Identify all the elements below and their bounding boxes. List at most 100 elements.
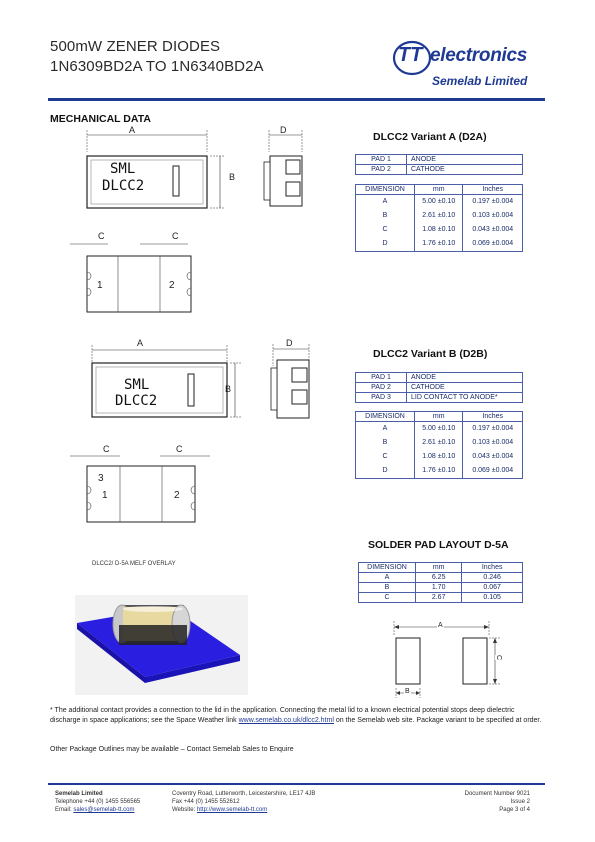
dim-cell: A <box>358 572 416 583</box>
table-header-row: DIMENSION mm Inches <box>358 562 523 573</box>
other-packages-note: Other Package Outlines may be available … <box>50 746 294 753</box>
melf-overlay-image <box>75 595 248 695</box>
mm-cell: 1.08 ±0.10 <box>422 453 456 460</box>
dim-b-label: B <box>229 172 236 182</box>
dim-cell: C <box>382 226 388 233</box>
pad-name: LID CONTACT TO ANODE* <box>406 392 523 403</box>
dim-cell: B <box>382 212 388 219</box>
website-link[interactable]: http://www.semelab-tt.com <box>196 807 268 813</box>
col-header: Inches <box>462 411 523 422</box>
dim-cell: C <box>382 453 388 460</box>
inch-cell: 0.069 ±0.004 <box>472 240 514 247</box>
variant-a-pad-table: PAD 1 ANODE PAD 2 CATHODE <box>355 154 523 175</box>
pad-number: 2 <box>174 490 180 501</box>
dim-c-label: C <box>495 654 503 661</box>
variant-b-pad-table: PAD 1 ANODE PAD 2 CATHODE PAD 3 LID CONT… <box>355 372 523 403</box>
table-row: C 2.67 0.105 <box>358 592 523 603</box>
package-marking: SML <box>110 161 136 177</box>
mm-cell: 1.08 ±0.10 <box>422 226 456 233</box>
mm-cell: 2.61 ±0.10 <box>422 212 456 219</box>
table-row: A 6.25 0.246 <box>358 572 523 583</box>
overlay-caption: DLCC2/ D-5A MELF OVERLAY <box>92 561 176 567</box>
dim-b-label: B <box>225 384 232 394</box>
mm-cell: 5.00 ±0.10 <box>422 425 456 432</box>
variant-b-drawing <box>70 345 242 523</box>
tt-electronics-logo: TT electronics Semelab Limited <box>392 38 547 98</box>
footer-fax: Fax +44 (0) 1455 552612 <box>172 799 240 805</box>
mm-cell: 5.00 ±0.10 <box>422 198 456 205</box>
mm-cell: 1.70 <box>414 582 463 593</box>
email-link[interactable]: sales@semelab-tt.com <box>73 807 135 813</box>
dim-cell: A <box>382 425 388 432</box>
pad-number: 1 <box>102 490 108 501</box>
footnote-text: * The additional contact provides a conn… <box>50 707 515 724</box>
dim-a-label: A <box>437 622 444 629</box>
col-header: Inches <box>461 562 523 573</box>
variant-a-drawing <box>70 130 224 313</box>
brand-name: electronics <box>430 45 528 66</box>
footnote: * The additional contact provides a conn… <box>50 706 545 725</box>
dim-c-label: C <box>98 231 105 241</box>
table-row: PAD 2 CATHODE <box>355 164 523 175</box>
footer-telephone: Telephone +44 (0) 1455 556565 <box>55 799 141 805</box>
mm-cell: 2.61 ±0.10 <box>422 439 456 446</box>
mm-cell: 2.67 <box>414 592 463 603</box>
dim-c-label: C <box>103 444 110 454</box>
header-rule <box>48 98 545 101</box>
inch-cell: 0.043 ±0.004 <box>472 453 514 460</box>
table-header-row: DIMENSION mm Inches <box>355 184 523 195</box>
dim-d-label: D <box>286 338 293 348</box>
pad-name: CATHODE <box>406 382 523 393</box>
table-row: PAD 1 ANODE <box>355 154 523 165</box>
variant-a-side-view <box>263 130 303 207</box>
solder-heading: SOLDER PAD LAYOUT D-5A <box>368 539 509 551</box>
document-number: Document Number 9021 <box>464 791 530 797</box>
table-header-row: DIMENSION mm Inches <box>355 411 523 422</box>
table-row: A B C D 5.00 ±0.10 2.61 ±0.10 1.08 ±0.10… <box>355 421 523 479</box>
pad-id: PAD 1 <box>355 154 407 165</box>
table-row: A B C D 5.00 ±0.10 2.61 ±0.10 1.08 ±0.10… <box>355 194 523 252</box>
variant-b-dim-table: DIMENSION mm Inches A B C D 5.00 ±0.10 2… <box>355 411 523 479</box>
pad-number: 2 <box>169 280 175 291</box>
inch-cell: 0.069 ±0.004 <box>472 467 514 474</box>
dim-cell: B <box>382 439 388 446</box>
doc-title-line2: 1N6309BD2A TO 1N6340BD2A <box>50 58 264 75</box>
pad-number: 1 <box>97 280 103 291</box>
footer-company-block: Semelab Limited Telephone +44 (0) 1455 5… <box>55 790 140 814</box>
inch-cell: 0.067 <box>461 582 523 593</box>
variant-a-dim-table: DIMENSION mm Inches A B C D 5.00 ±0.10 2… <box>355 184 523 252</box>
pad-id: PAD 1 <box>355 372 407 383</box>
doc-title-line1: 500mW ZENER DIODES <box>50 38 221 55</box>
mm-cell: 6.25 <box>414 572 463 583</box>
space-weather-link[interactable]: www.semelab.co.uk/dlcc2.html <box>238 716 334 724</box>
pad-id: PAD 2 <box>355 164 407 175</box>
dim-cell: D <box>382 467 388 474</box>
inch-cell: 0.105 <box>461 592 523 603</box>
dim-cell: C <box>358 592 416 603</box>
col-header: mm <box>414 562 463 573</box>
dim-d-label: D <box>280 125 287 135</box>
inch-cell: 0.103 ±0.004 <box>472 439 514 446</box>
table-row: PAD 3 LID CONTACT TO ANODE* <box>355 392 523 403</box>
col-header: mm <box>413 184 464 195</box>
footnote-text: on the Semelab web site. Package variant… <box>333 716 542 724</box>
table-row: PAD 2 CATHODE <box>355 382 523 393</box>
pad-name: CATHODE <box>406 164 523 175</box>
package-marking: DLCC2 <box>102 178 145 194</box>
variant-b-heading: DLCC2 Variant B (D2B) <box>373 348 488 360</box>
footer-rule <box>48 783 545 785</box>
footer-address: Coventry Road, Lutterworth, Leicestershi… <box>172 791 316 797</box>
col-header: DIMENSION <box>358 562 416 573</box>
dim-c-label: C <box>176 444 183 454</box>
logo-mark: TT <box>398 44 423 66</box>
col-header: DIMENSION <box>355 184 415 195</box>
dim-cell: A <box>382 198 388 205</box>
dim-a-label: A <box>129 125 136 135</box>
pad-name: ANODE <box>406 154 523 165</box>
issue-number: Issue 2 <box>510 799 530 805</box>
inch-cell: 0.103 ±0.004 <box>472 212 514 219</box>
pad-id: PAD 3 <box>355 392 407 403</box>
table-row: PAD 1 ANODE <box>355 372 523 383</box>
package-marking: DLCC2 <box>115 393 158 409</box>
table-row: B 1.70 0.067 <box>358 582 523 593</box>
